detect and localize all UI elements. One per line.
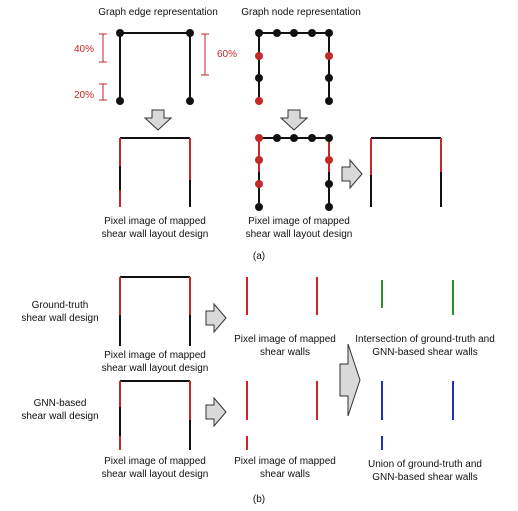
panel-b: Ground-truth shear wall design Pixel ima… — [21, 276, 495, 505]
graph-node — [116, 97, 124, 105]
graph-node — [255, 74, 263, 82]
graph-node — [186, 97, 194, 105]
caption-union-2: GNN-based shear walls — [372, 472, 478, 483]
caption-mapped-left-1: Pixel image of mapped — [104, 216, 206, 227]
dimension-40-label: 40% — [74, 44, 94, 55]
graph-node — [290, 29, 298, 37]
dimension-20 — [99, 83, 107, 101]
graph-node — [308, 134, 316, 142]
ground-truth-walls — [246, 277, 318, 315]
ground-truth-label-2: shear wall design — [21, 313, 98, 324]
gnn-frame — [119, 380, 191, 450]
graph-node — [325, 97, 333, 105]
wall-node — [325, 156, 333, 164]
wall-node — [255, 97, 263, 105]
caption-gnn-frame-1: Pixel image of mapped — [104, 456, 206, 467]
mapped-node-dots — [255, 134, 333, 211]
caption-union-1: Union of ground-truth and — [368, 459, 482, 470]
caption-mapped-mid-2: shear wall layout design — [246, 229, 353, 240]
caption-mapped-left-2: shear wall layout design — [102, 229, 209, 240]
graph-node — [273, 134, 281, 142]
wall-node — [325, 52, 333, 60]
edge-representation-title: Graph edge representation — [98, 7, 218, 18]
graph-node — [255, 203, 263, 211]
caption-mapped-mid-1: Pixel image of mapped — [248, 216, 350, 227]
wall-node — [255, 156, 263, 164]
right-arrow-icon — [341, 158, 363, 190]
graph-node — [308, 29, 316, 37]
down-arrow-icon — [279, 109, 309, 131]
caption-intersection-1: Intersection of ground-truth and — [355, 334, 495, 345]
gnn-walls — [246, 381, 318, 450]
dimension-40 — [99, 33, 107, 63]
mapped-frame-right — [370, 137, 442, 207]
graph-node — [116, 29, 124, 37]
dimension-20-label: 20% — [74, 90, 94, 101]
union-walls — [381, 381, 454, 450]
caption-gt-walls-1: Pixel image of mapped — [234, 334, 336, 345]
graph-node — [255, 29, 263, 37]
dimension-60-label: 60% — [217, 49, 237, 60]
ground-truth-frame — [119, 276, 191, 346]
edge-graph-frame — [119, 32, 191, 101]
right-arrow-icon — [205, 396, 227, 428]
gnn-label-2: shear wall design — [21, 411, 98, 422]
panel-b-label: (b) — [253, 494, 265, 505]
caption-gnn-frame-2: shear wall layout design — [102, 469, 209, 480]
ground-truth-label-1: Ground-truth — [32, 300, 89, 311]
dimension-60 — [201, 33, 209, 76]
graph-node — [325, 134, 333, 142]
right-arrow-icon — [205, 302, 227, 334]
wall-node — [255, 134, 263, 142]
gnn-label-1: GNN-based — [34, 398, 87, 409]
node-graph-frame — [258, 32, 330, 101]
caption-intersection-2: GNN-based shear walls — [372, 347, 478, 358]
wall-node — [255, 52, 263, 60]
graph-node — [325, 203, 333, 211]
graph-node — [186, 29, 194, 37]
graph-node — [325, 29, 333, 37]
caption-gt-frame-2: shear wall layout design — [102, 363, 209, 374]
panel-a: Graph edge representation Graph node rep… — [74, 7, 442, 262]
graph-node — [325, 180, 333, 188]
wall-node — [255, 180, 263, 188]
right-arrow-icon — [339, 343, 361, 417]
node-representation-title: Graph node representation — [241, 7, 361, 18]
mapped-frame-left — [119, 137, 191, 207]
edge-graph-nodes — [116, 29, 194, 105]
node-graph-nodes — [255, 29, 333, 105]
caption-gt-walls-2: shear walls — [260, 347, 310, 358]
graph-node — [290, 134, 298, 142]
panel-a-label: (a) — [253, 251, 265, 262]
caption-gnn-walls-2: shear walls — [260, 469, 310, 480]
graph-node — [325, 74, 333, 82]
caption-gnn-walls-1: Pixel image of mapped — [234, 456, 336, 467]
caption-gt-frame-1: Pixel image of mapped — [104, 350, 206, 361]
graph-node — [273, 29, 281, 37]
mapped-node-frame — [258, 137, 330, 207]
down-arrow-icon — [143, 109, 173, 131]
intersection-walls — [381, 280, 454, 315]
